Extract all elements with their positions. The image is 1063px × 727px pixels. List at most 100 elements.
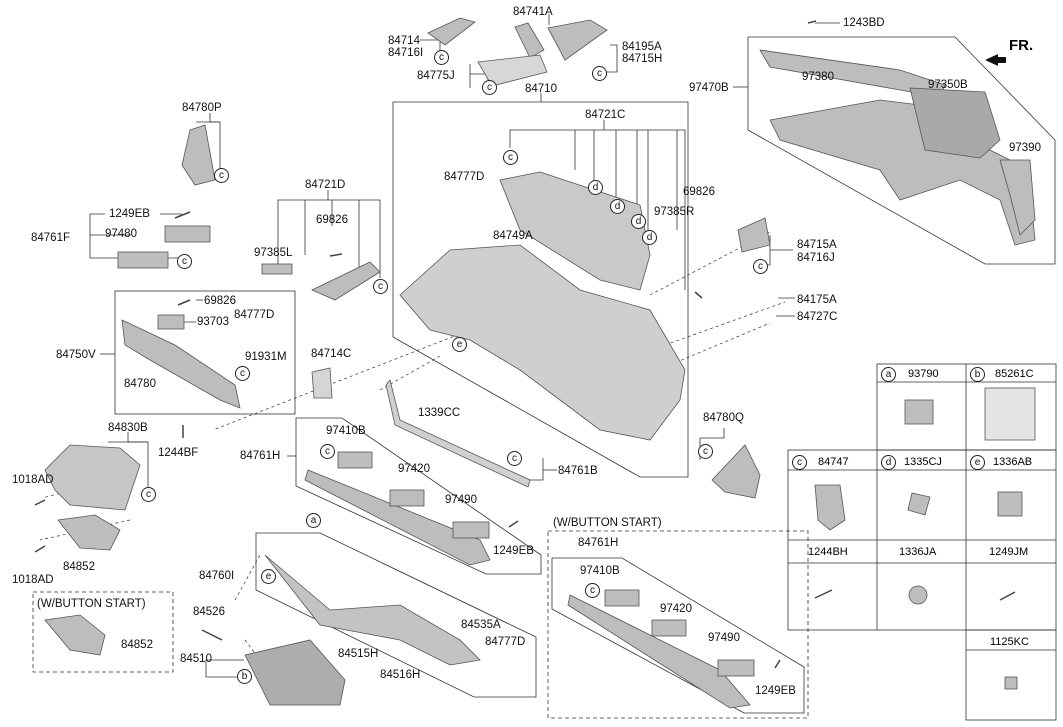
part-84852 <box>57 514 121 551</box>
legend-d-letter: d <box>881 455 896 470</box>
legend-b-part: 85261C <box>995 368 1034 380</box>
callout-c: c <box>235 366 250 381</box>
callout-c: c <box>373 279 388 294</box>
wbs-left-dashed-box <box>32 591 174 673</box>
label-84710: 84710 <box>525 83 557 95</box>
label-84716J: 84716J <box>797 252 835 264</box>
part-84761H-wbs <box>567 594 751 709</box>
label-1018AD-a: 1018AD <box>12 474 54 486</box>
label-1249EB-c: 1249EB <box>755 685 796 697</box>
legend-b-letter: b <box>970 367 985 382</box>
legend-a-part: 93790 <box>908 368 939 380</box>
label-97390: 97390 <box>1009 142 1041 154</box>
callout-d: d <box>642 230 657 245</box>
callout-c: c <box>503 150 518 165</box>
part-84775J <box>477 54 548 87</box>
callout-e: e <box>452 337 467 352</box>
label-97490-a: 97490 <box>445 494 477 506</box>
part-84852-wbs <box>44 614 106 656</box>
icon-1336JA <box>908 585 928 605</box>
icon-1335CJ <box>907 492 931 516</box>
label-84777D-b: 84777D <box>234 309 275 321</box>
part-97385L <box>261 263 293 275</box>
label-wbs-right: (W/BUTTON START) <box>553 517 662 529</box>
label-84761H-b: 84761H <box>578 537 619 549</box>
legend-a-letter: a <box>881 367 896 382</box>
screw-1018AD-a <box>34 499 46 506</box>
legend-1244BH: 1244BH <box>808 546 848 558</box>
part-84741A <box>514 22 545 59</box>
callout-b: b <box>237 669 252 684</box>
screw-84526 <box>201 629 223 641</box>
label-97385R: 97385R <box>654 206 695 218</box>
legend-1336JA: 1336JA <box>899 546 937 558</box>
part-97350B <box>909 87 1001 159</box>
label-84760I: 84760I <box>199 570 235 582</box>
label-1249EB-b: 1249EB <box>493 545 534 557</box>
front-arrow-icon <box>985 54 1006 66</box>
screw-1249EB <box>174 211 191 219</box>
label-97490-b: 97490 <box>708 632 740 644</box>
part-84760I <box>264 554 481 666</box>
label-84516H: 84516H <box>380 669 421 681</box>
legend-1249JM: 1249JM <box>989 546 1029 558</box>
part-97490-a <box>452 521 490 539</box>
icon-93790 <box>904 399 934 425</box>
legend-e-part: 1336AB <box>993 456 1033 468</box>
label-97480: 97480 <box>105 228 137 240</box>
label-84749A: 84749A <box>493 230 533 242</box>
part-84714C <box>311 367 333 399</box>
legend-d-part: 1335CJ <box>904 456 942 468</box>
legend-1125KC: 1125KC <box>990 636 1029 648</box>
callout-d: d <box>610 199 625 214</box>
label-69826-c: 69826 <box>683 186 715 198</box>
callout-c: c <box>141 487 156 502</box>
part-97410B-a <box>337 451 373 469</box>
label-84830B: 84830B <box>108 422 148 434</box>
label-84510: 84510 <box>180 653 212 665</box>
screw-69826-c <box>694 291 703 299</box>
part-97470B <box>769 99 1036 246</box>
label-97420-b: 97420 <box>660 603 692 615</box>
part-97480 <box>164 225 211 243</box>
icon-1249JM <box>999 591 1016 601</box>
callout-c: c <box>434 50 449 65</box>
lower-panel-enclosure <box>255 532 537 698</box>
label-84761H-a: 84761H <box>240 450 281 462</box>
label-1244BF: 1244BF <box>158 447 199 459</box>
label-84515H: 84515H <box>338 648 379 660</box>
screw-69826-a <box>177 299 191 306</box>
glove-panel-box <box>114 290 296 415</box>
label-84526: 84526 <box>193 606 225 618</box>
wbs-right-inner-enclosure <box>551 557 805 714</box>
label-84761B: 84761B <box>558 465 598 477</box>
screw-1018AD-b <box>34 545 46 553</box>
label-97380: 97380 <box>802 71 834 83</box>
label-84761F: 84761F <box>31 232 71 244</box>
screw-1243BD <box>807 20 817 24</box>
label-84775J: 84775J <box>417 70 455 82</box>
icon-84747 <box>814 484 846 531</box>
label-84780: 84780 <box>124 378 156 390</box>
label-69826-b: 69826 <box>316 214 348 226</box>
label-84175A: 84175A <box>797 294 837 306</box>
label-97350B: 97350B <box>928 79 968 91</box>
label-84716I: 84716I <box>388 47 424 59</box>
callout-c: c <box>177 254 192 269</box>
part-84780P <box>181 124 216 186</box>
label-84777D-c: 84777D <box>485 636 526 648</box>
label-97410B-b: 97410B <box>580 565 620 577</box>
callout-d: d <box>588 180 603 195</box>
callout-c: c <box>753 259 768 274</box>
part-84780Q <box>711 444 761 499</box>
callout-d: d <box>631 214 646 229</box>
icon-85261C <box>984 387 1036 441</box>
label-wbs-left: (W/BUTTON START) <box>37 598 146 610</box>
label-1243BD: 1243BD <box>843 17 885 29</box>
part-84510 <box>244 639 346 706</box>
part-84714 <box>427 17 476 46</box>
part-97410B-b <box>604 589 640 607</box>
screw-69826-b <box>329 253 343 257</box>
icon-1125KC <box>1004 676 1018 690</box>
